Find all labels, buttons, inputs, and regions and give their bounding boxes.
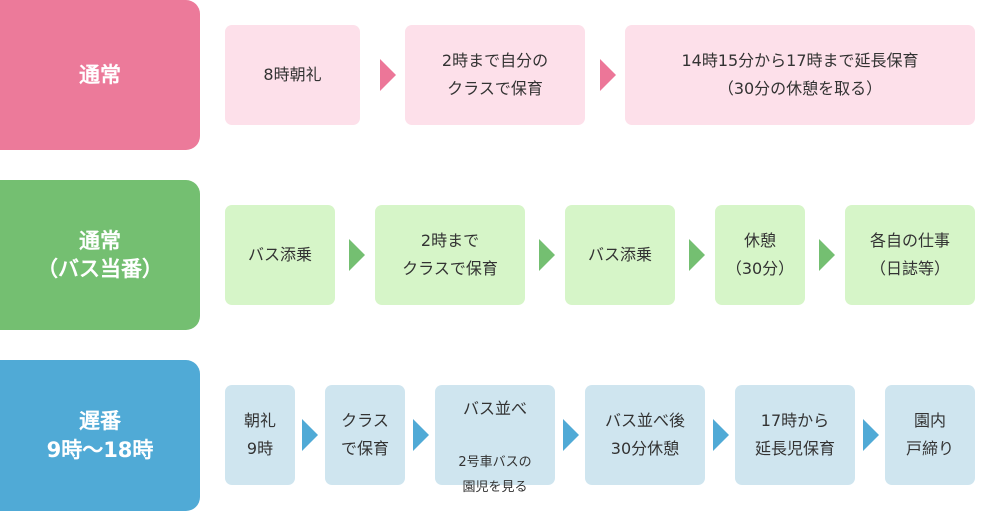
step-break: 休憩 （30分）: [715, 205, 805, 305]
step-bus-lineup-detail: 2号車バスの 園児を見る: [458, 454, 532, 496]
step-extended-care: 17時から 延長児保育: [735, 385, 855, 485]
step-morning-meeting: 朝礼 9時: [225, 385, 295, 485]
step-extended-care: 14時15分から17時まで延長保育 （30分の休憩を取る）: [625, 25, 975, 125]
step-class-care: 2時まで クラスで保育: [375, 205, 525, 305]
step-bus-ride-1: バス添乗: [225, 205, 335, 305]
row-label-late-shift: 遅番 9時～18時: [0, 360, 200, 511]
arrow-right-icon: [539, 239, 555, 271]
step-break-after-lineup: バス並べ後 30分休憩: [585, 385, 705, 485]
arrow-right-icon: [689, 239, 705, 271]
arrow-right-icon: [863, 419, 879, 451]
arrow-right-icon: [819, 239, 835, 271]
step-class-care: 2時まで自分の クラスで保育: [405, 25, 585, 125]
step-bus-ride-2: バス添乗: [565, 205, 675, 305]
step-lock-up: 園内 戸締り: [885, 385, 975, 485]
arrow-right-icon: [713, 419, 729, 451]
arrow-right-icon: [600, 59, 616, 91]
step-morning-meeting: 8時朝礼: [225, 25, 360, 125]
row-label-normal: 通常: [0, 0, 200, 150]
arrow-right-icon: [302, 419, 318, 451]
arrow-right-icon: [380, 59, 396, 91]
row-label-bus-duty: 通常 （バス当番）: [0, 180, 200, 330]
step-bus-lineup-label: バス並べ: [462, 399, 527, 419]
step-own-work: 各自の仕事 （日誌等）: [845, 205, 975, 305]
arrow-right-icon: [413, 419, 429, 451]
arrow-right-icon: [349, 239, 365, 271]
arrow-right-icon: [563, 419, 579, 451]
step-class-care: クラス で保育: [325, 385, 405, 485]
step-bus-lineup: バス並べ 2号車バスの 園児を見る: [435, 385, 555, 495]
